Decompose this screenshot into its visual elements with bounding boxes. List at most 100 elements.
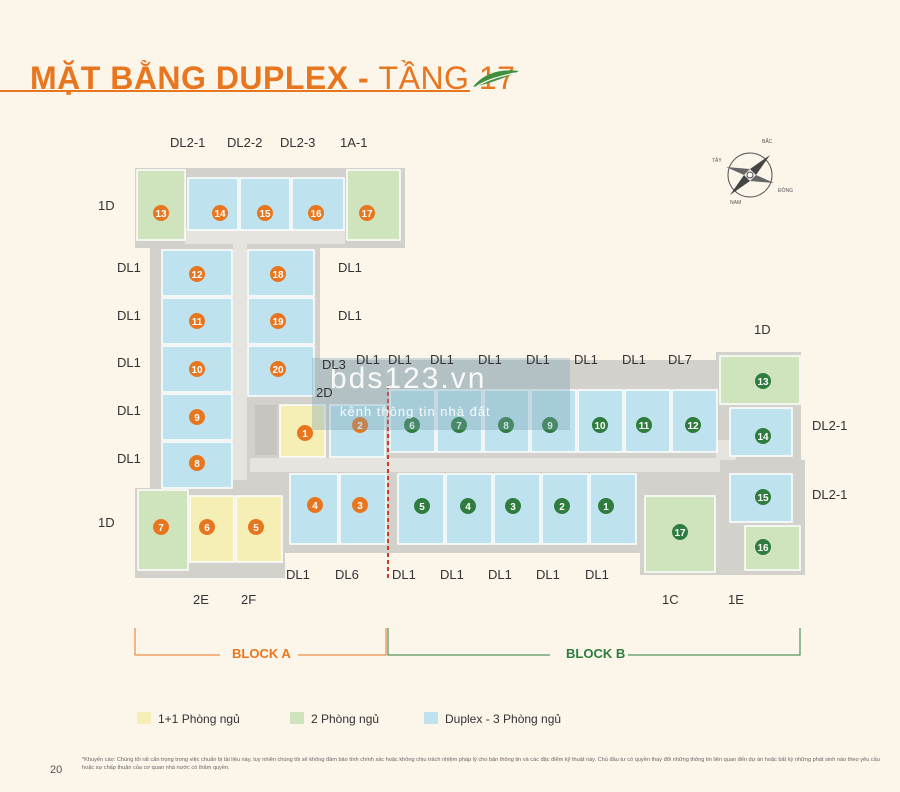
watermark-subtext: kênh thông tin nhà đất [340,404,491,419]
badge-b17: 17 [674,528,686,539]
label-dl1-bottom-6: DL1 [585,567,609,582]
badge-b16: 16 [757,543,769,554]
label-dl1-b-top-2: DL1 [388,352,412,367]
badge-a14: 14 [214,209,226,220]
label-1c: 1C [662,592,679,607]
badge-a13: 13 [155,209,167,220]
label-dl1-bottom-3: DL1 [440,567,464,582]
label-dl2-3-top: DL2-3 [280,135,316,150]
badge-a1: 1 [302,429,308,440]
badge-a11: 11 [192,317,203,328]
badge-b11: 11 [639,421,650,432]
block-b-badges: 6 7 8 9 10 11 12 13 14 15 16 17 5 4 3 2 … [404,373,771,555]
unit-b11 [624,389,671,453]
badge-a18: 18 [272,270,284,281]
label-dl1-left-3: DL1 [117,355,141,370]
compass-west: TÂY [712,157,722,164]
label-1d-right: 1D [754,322,771,337]
label-1d-bottom-left: 1D [98,515,115,530]
unit-b9 [530,389,577,453]
label-dl2-1-right-2: DL2-1 [812,487,848,502]
badge-a3: 3 [357,501,363,512]
badge-a12: 12 [191,270,203,281]
label-dl3: DL3 [322,357,346,372]
badge-a5: 5 [253,523,259,534]
label-dl1-b-top-6: DL1 [574,352,598,367]
compass-north: BẮC [762,137,773,145]
compass-south: NAM [730,200,741,206]
block-a-badges: 13 14 15 16 17 12 18 11 19 10 20 9 8 1 2… [153,205,375,535]
badge-a20: 20 [272,365,284,376]
block-a-left-column [161,249,233,489]
badge-a2: 2 [357,421,363,432]
title-underline [0,90,470,92]
badge-a8: 8 [194,459,200,470]
unit-a14 [187,177,239,231]
legend-swatch-duplex [424,712,438,724]
label-dl1-left-5: DL1 [117,451,141,466]
legend-swatch-1plus1 [137,712,151,724]
badge-b5: 5 [419,502,425,513]
label-2d: 2D [316,385,333,400]
label-1d-top-left: 1D [98,198,115,213]
label-dl1-bottom-5: DL1 [536,567,560,582]
block-b-label: BLOCK B [566,646,626,661]
badge-a10: 10 [191,365,203,376]
disclaimer-text: *Khuyến cáo: Chúng tôi rất cẩn trọng tro… [82,757,880,771]
badge-b4: 4 [465,502,471,513]
badge-b13: 13 [757,377,769,388]
label-1e: 1E [728,592,744,607]
block-b-top-row [389,389,718,453]
badge-b14: 14 [757,432,769,443]
label-2e: 2E [193,592,209,607]
label-dl2-1-top: DL2-1 [170,135,206,150]
label-dl1-b-top-4: DL1 [478,352,502,367]
label-dl1-b-top-7: DL1 [622,352,646,367]
legend-duplex-3-bedroom: Duplex - 3 Phòng ngủ [445,712,562,726]
badge-a4: 4 [312,501,318,512]
watermark-band [312,358,570,430]
page-number: 20 [50,764,63,776]
block-a-top-row [136,169,401,241]
label-dl1-bottom-2: DL1 [392,567,416,582]
label-dl1-b-top-5: DL1 [526,352,550,367]
legend-1plus1-bedroom: 1+1 Phòng ngủ [158,712,240,726]
label-2f: 2F [241,592,257,607]
badge-b3: 3 [510,502,516,513]
badge-b7: 7 [456,421,462,432]
badge-b10: 10 [594,421,606,432]
badge-a6: 6 [204,523,210,534]
compass-icon [726,152,774,198]
watermark-text: bds123.vn [330,362,487,395]
label-dl1-left-2: DL1 [117,308,141,323]
legend-swatch-2bed [290,712,304,724]
badge-b8: 8 [503,421,509,432]
label-dl7: DL7 [668,352,692,367]
badge-a15: 15 [259,209,271,220]
legend-2-bedroom: 2 Phòng ngủ [311,712,380,726]
leaf-icon [473,70,519,87]
label-dl2-1-right-1: DL2-1 [812,418,848,433]
badge-b15: 15 [757,493,769,504]
label-dl1-b-top-1: DL1 [356,352,380,367]
badge-b1: 1 [603,502,609,513]
label-dl1-left-4: DL1 [117,403,141,418]
block-a-label: BLOCK A [232,646,291,661]
unit-a17 [346,169,401,241]
unit-a1 [279,404,326,458]
unit-b12 [671,389,718,453]
unit-a15 [239,177,291,231]
label-dl1-left-1: DL1 [117,260,141,275]
badge-a16: 16 [310,209,322,220]
badge-b2: 2 [559,502,565,513]
block-a-inner-column [247,249,315,397]
label-dl1-bottom-4: DL1 [488,567,512,582]
badge-b12: 12 [687,421,699,432]
badge-a17: 17 [361,209,373,220]
unit-b16 [744,525,801,571]
badge-a7: 7 [158,523,164,534]
badge-b9: 9 [547,421,553,432]
unit-a20 [247,345,315,397]
compass-east: ĐÔNG [778,187,793,194]
